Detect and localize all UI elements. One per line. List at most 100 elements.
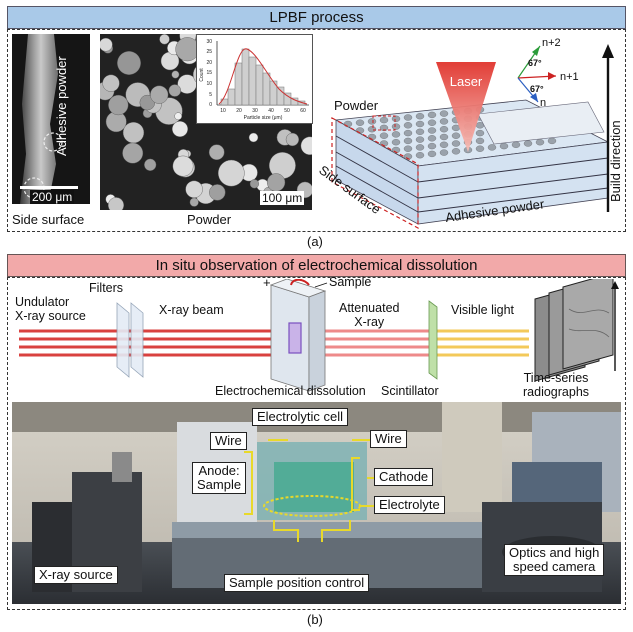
powder-highlight-box [372,115,396,131]
powder-particle [185,180,203,199]
powder-bed-particle [475,145,485,152]
sem-side-surface-texture [12,34,90,204]
xray-beam-lines [19,329,309,357]
build-direction-arrowhead [602,44,614,58]
powder-scale-label: 100 μm [260,191,305,205]
powder-particle [102,74,120,92]
powder-bed-particle [427,127,437,134]
powder-bed-particle [379,116,389,124]
powder-bed-particle [487,144,497,151]
xtick-40: 40 [268,108,274,114]
powder-particle [208,144,225,160]
ytick-0: 0 [209,102,212,108]
powder-particle [218,159,245,187]
powder-bed-particle [391,123,401,130]
powder-particle [248,132,259,143]
powder-label: Powder [334,98,379,113]
scintillator-label: Scintillator [381,384,439,398]
powder-particle [267,173,286,192]
powder-bed-particle [427,119,437,126]
powder-particle [300,136,312,155]
lpbf-schematic-svg: Laser Powder Side surface Adhesive powde… [316,37,623,230]
powder-bed-particle [427,135,437,142]
sample-label: Sample [329,275,372,289]
powder-bed-particle [403,137,413,145]
powder-bed-particle [403,145,413,152]
powder-bed-particle [391,115,401,122]
scintillator-plate [428,300,438,380]
powder-bed-particle [451,132,461,139]
histogram-fit-curve [218,48,308,105]
electrolyte-label: Electrolyte [374,496,445,514]
time-arrowhead [611,281,619,289]
histogram-ylabel: Count [199,68,205,82]
powder-bed-particle [415,136,425,143]
scan-direction-vectors [517,45,557,103]
powder-bed-particle [547,137,557,145]
lab-photo-svg [12,402,621,604]
powder-bed-particle [427,142,437,150]
powder-bed-particle [403,114,413,121]
cathode-label: Cathode [374,468,434,486]
powder-bed-particle [475,137,485,145]
attenuated-xray-label: Attenuated X-ray [339,301,400,329]
histogram-svg: 0 5 10 15 20 25 30 10 20 30 40 50 60 Par… [199,39,309,121]
powder-bed-particle [427,150,437,158]
powder-particle [249,179,260,189]
electrochemical-dissolution-label: Electrochemical dissolution [215,384,366,398]
radiographs-label: Time-series radiographs [523,371,590,399]
powder-particle [108,94,129,116]
powder-particle [209,184,226,201]
laser-beam [436,62,496,152]
side-scale-label: 200 μm [30,190,75,204]
undulator-source-label: Undulator X-ray source [15,295,86,323]
powder-particle [174,112,182,120]
xray-beam-label: X-ray beam [159,303,224,317]
visible-light-label: Visible light [451,303,515,317]
angle-label-1: 67° [528,58,542,68]
xtick-60: 60 [300,108,306,114]
xray-source-photo-label: X-ray source [34,566,118,584]
powder-bed-particle [427,111,437,119]
panel-a-frame [7,29,626,232]
powder-bed-particle [391,139,401,146]
powder-particle [285,132,300,147]
powder-particle [150,85,169,104]
beamline-svg: + [19,272,619,392]
build-direction-label: Build direction [608,120,623,202]
filters-plates [116,302,144,378]
powder-particle [122,142,144,164]
powder-particle [100,37,113,52]
callout-lines [244,439,374,542]
panel-b-caption: (b) [307,612,323,627]
powder-particle [117,51,141,75]
powder-bed-particle [391,131,401,138]
powder-bed-particle [415,144,425,151]
powder-bed-particle [451,148,461,155]
powder-bed-particle [439,133,449,141]
powder-particle [171,70,180,79]
side-surface-outline [331,116,419,230]
angle-label-2: 67° [530,84,544,94]
sample-position-control-label: Sample position control [224,574,370,592]
filters-label: Filters [89,281,124,295]
xtick-20: 20 [236,108,242,114]
powder-bed-particle [415,128,425,135]
powder-bed-particle [439,149,449,156]
xtick-30: 30 [252,108,258,114]
visible-light-lines [437,329,529,357]
xtick-50: 50 [284,108,290,114]
powder-bed-particle [403,122,413,129]
powder-bed-particle [451,140,461,147]
lpbf-schematic: Laser Powder Side surface Adhesive powde… [316,32,624,230]
powder-particle [159,34,170,45]
powder-bed-particle [439,141,449,148]
ytick-30: 30 [206,39,212,45]
powder-bed-particle [367,126,377,133]
powder-particle [171,120,188,137]
powder-bed-particle [439,110,449,117]
optics-camera-label: Optics and high speed camera [504,544,605,576]
panel-b-frame [7,277,626,610]
powder-bed-particle [379,132,389,139]
electrolytic-cell-label: Electrolytic cell [252,408,348,426]
